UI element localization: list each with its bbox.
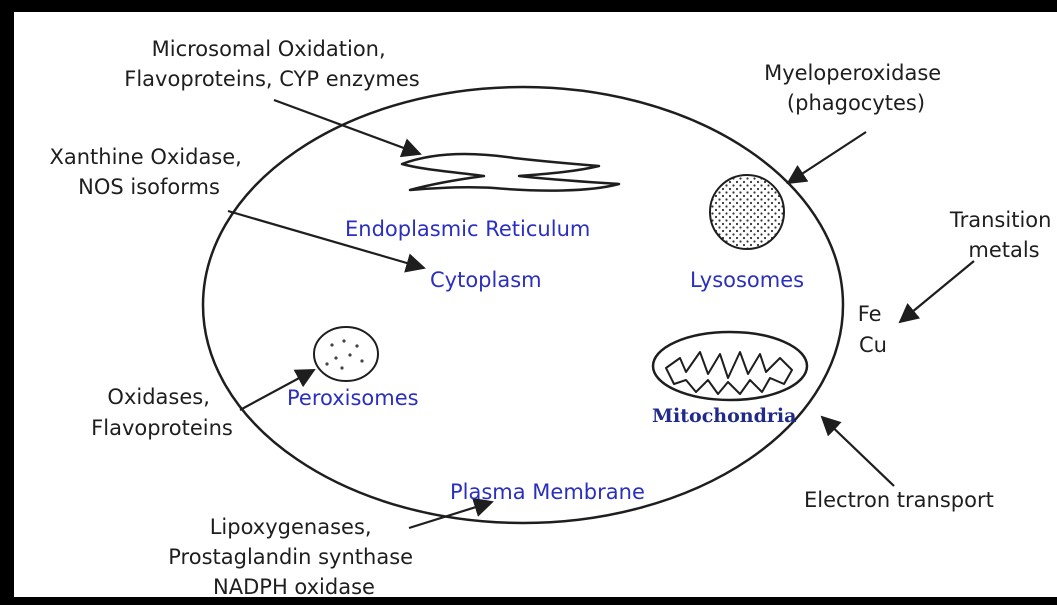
label-peroxisomes: Peroxisomes	[287, 386, 419, 410]
label-microsomal-oxidation: Microsomal Oxidation, Flavoproteins, CYP…	[124, 37, 419, 91]
arrow-microsomal-to-er	[274, 100, 420, 154]
arrow-lipoxygenases-to-membrane	[409, 502, 492, 528]
label-lipoxygenases: Lipoxygenases, Prostaglandin synthase NA…	[168, 515, 420, 597]
arrow-electron-transport-to-mitochondria	[822, 417, 894, 486]
er-shape	[402, 154, 619, 191]
label-myeloperoxidase: Myeloperoxidase (phagocytes)	[764, 61, 948, 115]
mitochondrion-shape	[653, 332, 807, 400]
arrow-transition-metals	[900, 261, 974, 322]
label-transition-metals: Transition metals	[949, 208, 1057, 262]
label-xanthine-oxidase: Xanthine Oxidase, NOS isoforms	[49, 145, 248, 199]
arrow-myeloperoxidase-to-lysosome	[788, 132, 866, 183]
lysosome-shape	[710, 175, 784, 249]
label-cytoplasm: Cytoplasm	[430, 268, 542, 292]
cell-membrane-ellipse	[203, 87, 843, 523]
peroxisome-shape	[314, 327, 378, 381]
label-fe-cu: Fe Cu	[858, 302, 889, 357]
label-oxidases-flavoproteins: Oxidases, Flavoproteins	[91, 385, 233, 440]
ros-sources-diagram: Endoplasmic Reticulum Cytoplasm Lysosome…	[14, 12, 1057, 597]
label-electron-transport: Electron transport	[804, 488, 994, 512]
label-lysosomes: Lysosomes	[690, 268, 804, 292]
label-plasma-membrane: Plasma Membrane	[450, 480, 645, 504]
diagram-panel: Endoplasmic Reticulum Cytoplasm Lysosome…	[14, 12, 1057, 597]
label-mitochondria: Mitochondria	[652, 405, 796, 427]
label-endoplasmic-reticulum: Endoplasmic Reticulum	[345, 217, 590, 241]
